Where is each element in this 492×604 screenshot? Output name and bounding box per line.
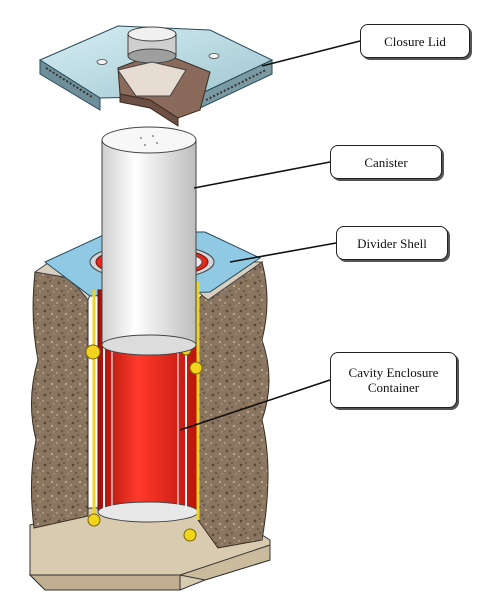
closure-lid (38, 25, 274, 127)
divider-shell-label: Divider Shell (336, 226, 448, 260)
leader-cavity-enclosure (179, 379, 331, 431)
leader-lines (179, 40, 361, 431)
concrete-wall-left (30, 257, 93, 529)
leader-canister (193, 161, 331, 189)
canister (101, 126, 197, 356)
canister-label: Canister (330, 145, 442, 179)
closure-lid-label: Closure Lid (360, 24, 470, 58)
leader-divider-shell (229, 242, 337, 263)
leader-closure-lid (261, 40, 361, 67)
cavity-enclosure-container-label: Cavity Enclosure Container (330, 352, 457, 408)
concrete-wall-right (197, 261, 270, 549)
